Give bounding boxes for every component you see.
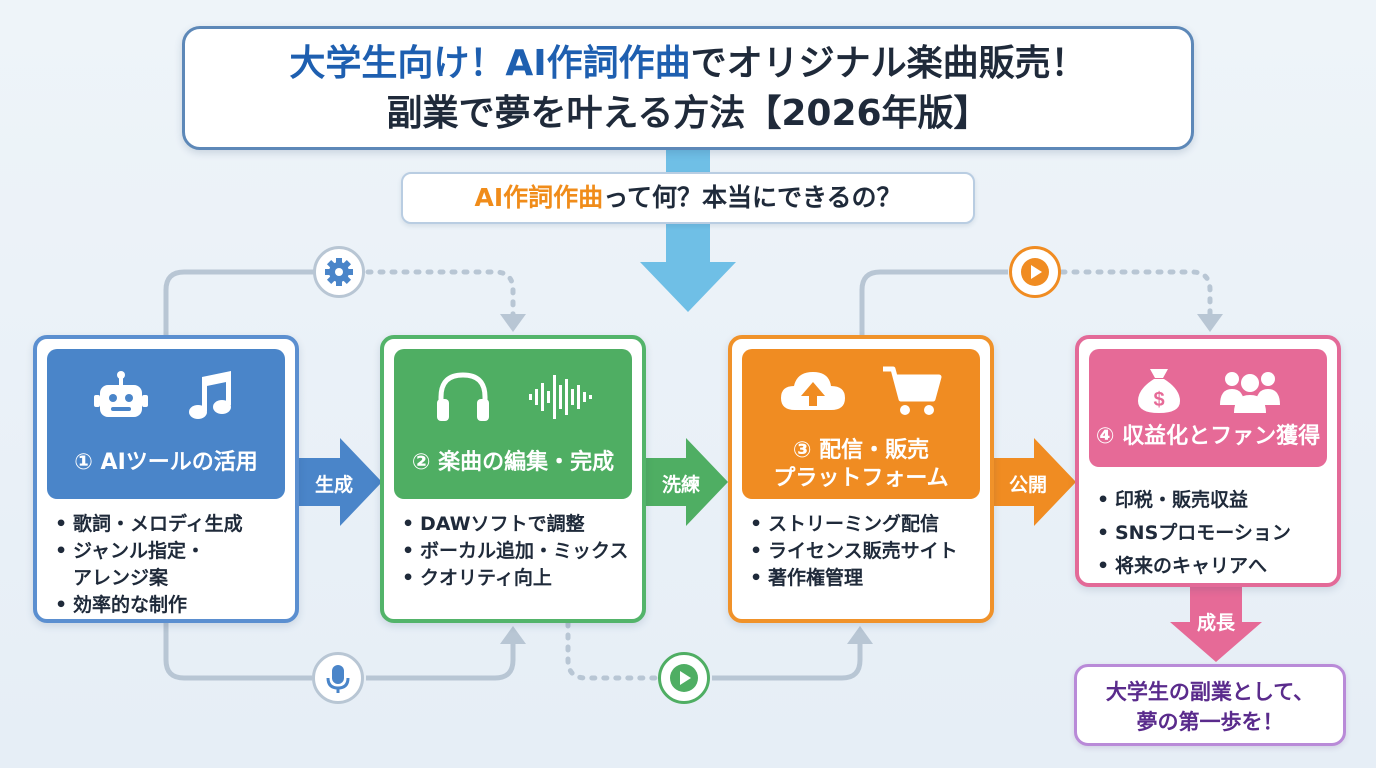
step-items: DAWソフトで調整 ボーカル追加・ミックス クオリティ向上 — [402, 511, 636, 592]
svg-text:$: $ — [1154, 389, 1165, 411]
list-item: SNSプロモーション — [1097, 517, 1331, 550]
step-card-distribution: ③ 配信・販売 プラットフォーム ストリーミング配信 ライセンス販売サイト 著作… — [728, 335, 994, 623]
gear-node — [313, 246, 365, 298]
connector-label-refine: 洗練 — [661, 474, 700, 496]
title-box: 大学生向け！AI作詞作曲でオリジナル楽曲販売！ 副業で夢を叶える方法【2026年… — [182, 26, 1194, 150]
list-item: ジャンル指定・ — [55, 538, 289, 565]
step-items: 印税・販売収益 SNSプロモーション 将来のキャリアへ — [1097, 484, 1331, 583]
play-icon — [1021, 258, 1049, 286]
title-rest: でオリジナル楽曲販売！ — [690, 43, 1087, 84]
list-item: 印税・販売収益 — [1097, 484, 1331, 517]
step-card-editing: ② 楽曲の編集・完成 DAWソフトで調整 ボーカル追加・ミックス クオリティ向上 — [380, 335, 646, 623]
title-connector — [666, 150, 710, 172]
headphones-icon — [437, 372, 490, 421]
play-node-green — [658, 652, 710, 704]
gear-icon — [325, 258, 353, 286]
card-icons — [47, 369, 285, 433]
list-item: 著作権管理 — [750, 565, 984, 592]
list-item: 歌詞・メロディ生成 — [55, 511, 289, 538]
robot-icon — [94, 371, 149, 417]
list-item: ボーカル追加・ミックス — [402, 538, 636, 565]
connector-label-publish: 公開 — [1008, 474, 1047, 496]
step-title: ① AIツールの活用 — [74, 450, 258, 475]
cloud-upload-icon — [781, 372, 846, 410]
subtitle-rest: って何？本当にできるの？ — [603, 183, 902, 212]
step-card-header: $ ④ 収益化とファン獲得 — [1089, 349, 1327, 467]
step-card-monetization: $ ④ 収益化とファン獲得 印税・販売収益 SNSプロモーション 将来のキャリア… — [1075, 335, 1341, 587]
mic-node — [312, 652, 364, 704]
music-note-icon — [188, 371, 231, 419]
subtitle-box: AI作詞作曲って何？本当にできるの？ — [401, 172, 975, 224]
list-item: クオリティ向上 — [402, 565, 636, 592]
arrow-generate — [299, 438, 382, 526]
microphone-icon — [326, 665, 350, 693]
step-items: 歌詞・メロディ生成 ジャンル指定・ アレンジ案 効率的な制作 — [55, 511, 289, 619]
card-icons: $ — [1089, 365, 1327, 417]
card-icons — [742, 363, 980, 427]
step-title: ③ 配信・販売 プラットフォーム — [742, 437, 980, 493]
list-item: 効率的な制作 — [55, 592, 289, 619]
list-item: 将来のキャリアへ — [1097, 550, 1331, 583]
list-item-continuation: アレンジ案 — [73, 567, 169, 589]
title-line-1: 大学生向け！AI作詞作曲でオリジナル楽曲販売！ — [185, 39, 1191, 89]
people-icon — [1219, 372, 1280, 413]
money-bag-icon: $ — [1138, 369, 1181, 413]
step-card-header: ② 楽曲の編集・完成 — [394, 349, 632, 499]
play-node-orange — [1009, 246, 1061, 298]
arrow-publish — [994, 438, 1076, 526]
arrow-growth — [1170, 587, 1262, 662]
step-title-line-1: ③ 配信・販売 — [792, 438, 930, 463]
connector-label-growth: 成長 — [1196, 612, 1235, 634]
card-icons — [394, 369, 632, 433]
step-card-ai-tools: ① AIツールの活用 歌詞・メロディ生成 ジャンル指定・ アレンジ案 効率的な制… — [33, 335, 299, 623]
final-line-1: 大学生の副業として、 — [1105, 680, 1315, 704]
step-card-header: ① AIツールの活用 — [47, 349, 285, 499]
subtitle-highlight: AI作詞作曲 — [474, 183, 604, 212]
step-title: ② 楽曲の編集・完成 — [411, 450, 615, 475]
step-title-line-2: プラットフォーム — [773, 466, 949, 491]
step-card-header: ③ 配信・販売 プラットフォーム — [742, 349, 980, 499]
list-item: ライセンス販売サイト — [750, 538, 984, 565]
list-item: DAWソフトで調整 — [402, 511, 636, 538]
waveform-icon — [528, 375, 592, 419]
list-item: ストリーミング配信 — [750, 511, 984, 538]
arrow-refine — [646, 438, 728, 526]
step-title: ④ 収益化とファン獲得 — [1095, 424, 1321, 449]
connector-label-generate: 生成 — [314, 474, 353, 496]
shopping-cart-icon — [882, 366, 942, 415]
play-icon — [670, 664, 698, 692]
title-line-2: 副業で夢を叶える方法【2026年版】 — [386, 93, 990, 134]
step-items: ストリーミング配信 ライセンス販売サイト 著作権管理 — [750, 511, 984, 592]
final-line-2: 夢の第一歩を！ — [1136, 710, 1284, 734]
final-message: 大学生の副業として、 夢の第一歩を！ — [1074, 664, 1346, 746]
title-highlight: 大学生向け！AI作詞作曲 — [289, 43, 691, 84]
